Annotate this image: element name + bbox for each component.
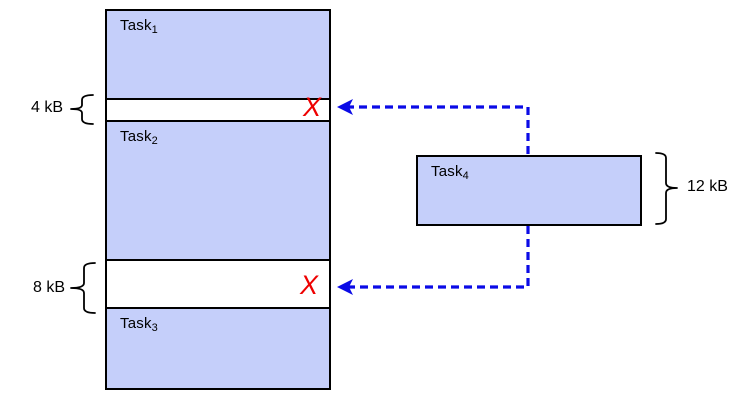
reject-x-mark-gap1: X bbox=[303, 92, 322, 122]
task1-label: Task1 bbox=[120, 17, 158, 36]
task3-subscript: 3 bbox=[151, 322, 158, 334]
arrow-task4-to-gap2 bbox=[347, 226, 530, 289]
incoming-task4-box: Task4 bbox=[416, 155, 642, 226]
brace-8kb bbox=[70, 262, 96, 314]
task2-subscript: 2 bbox=[151, 135, 158, 147]
free-gap-8kb bbox=[107, 259, 329, 307]
memory-block-task2: Task2 bbox=[107, 120, 329, 259]
brace-4kb bbox=[70, 94, 94, 125]
gap2-size-label: 8 kB bbox=[32, 279, 65, 296]
memory-column: Task1 Task2 Task3 bbox=[105, 9, 331, 390]
reject-x-mark-gap2: X bbox=[300, 270, 319, 300]
arrowhead-gap2 bbox=[337, 279, 353, 295]
memory-block-task1: Task1 bbox=[107, 11, 329, 98]
task1-subscript: 1 bbox=[151, 24, 158, 36]
arrow-task4-to-gap1 bbox=[347, 105, 530, 154]
task3-label: Task3 bbox=[120, 315, 158, 334]
task4-subscript: 4 bbox=[462, 170, 469, 182]
task4-size-label: 12 kB bbox=[687, 178, 728, 195]
free-gap-4kb bbox=[107, 98, 329, 120]
memory-block-task3: Task3 bbox=[107, 307, 329, 388]
gap1-size-label: 4 kB bbox=[30, 99, 63, 116]
brace-12kb bbox=[655, 152, 678, 225]
task2-label: Task2 bbox=[120, 128, 158, 147]
arrowhead-gap1 bbox=[337, 99, 353, 115]
task4-label: Task4 bbox=[431, 163, 469, 182]
